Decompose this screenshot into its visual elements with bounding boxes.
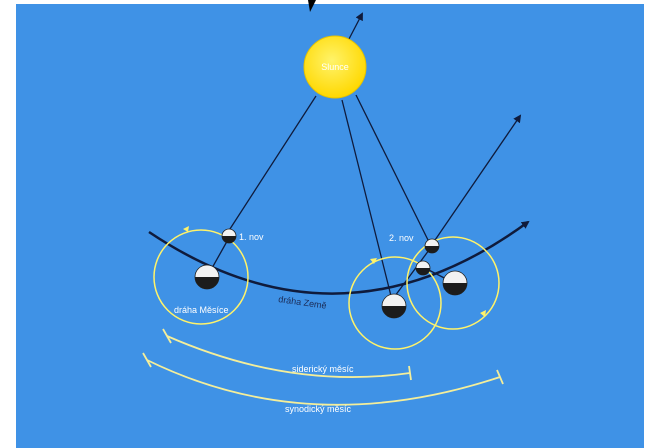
moon-orbit-label: dráha Měsíce [174, 305, 229, 315]
first-new-moon-label: 1. nov [239, 232, 264, 242]
earth-first [195, 265, 219, 289]
moon-first [222, 229, 236, 243]
earth-third [443, 271, 467, 295]
moon-intermediate [416, 261, 430, 275]
moon-second-new [425, 239, 439, 253]
sidereal-month-label: siderický měsíc [292, 364, 354, 374]
sun-label: Slunce [321, 62, 349, 72]
earth-second [382, 294, 406, 318]
synodic-month-label: synodický měsíc [285, 404, 352, 414]
second-new-moon-label: 2. nov [389, 233, 414, 243]
